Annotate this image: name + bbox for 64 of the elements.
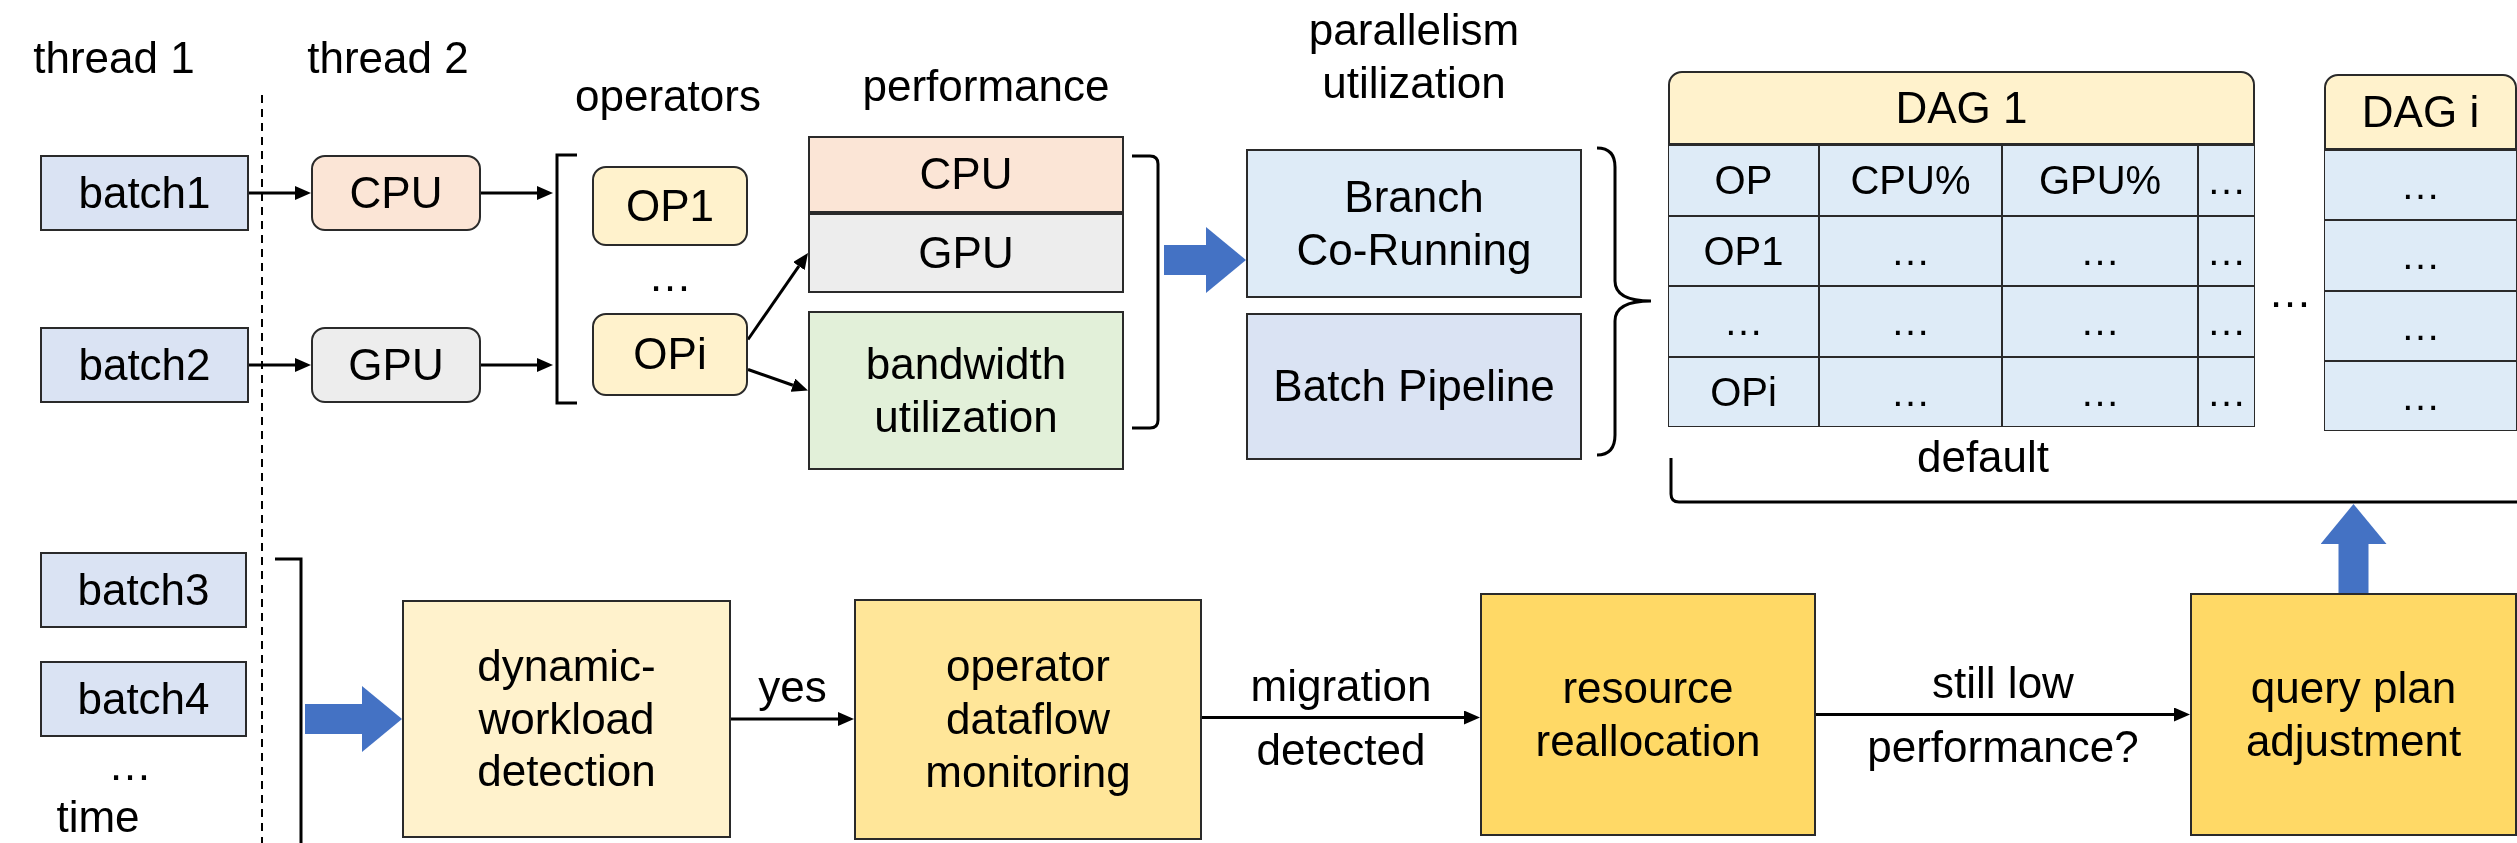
group-heading: operators bbox=[574, 70, 762, 122]
text-label: thread 2 bbox=[306, 32, 470, 84]
table-cell: … bbox=[2324, 290, 2517, 361]
table-cell: … bbox=[2324, 360, 2517, 431]
arrow bbox=[1202, 710, 1480, 725]
text-label: … bbox=[647, 252, 693, 300]
block-arrow bbox=[305, 686, 402, 752]
performance-row: CPU bbox=[808, 136, 1124, 213]
arrow bbox=[249, 358, 311, 372]
text-label: time bbox=[55, 790, 141, 843]
operator-box: OPi bbox=[592, 313, 748, 396]
text-label: … bbox=[107, 742, 153, 788]
edge-label: still low performance? bbox=[1866, 656, 2140, 773]
group-heading: performance bbox=[861, 60, 1111, 112]
table-header: DAG 1 bbox=[1668, 71, 2255, 145]
process-box: operator dataflow monitoring bbox=[854, 599, 1202, 840]
table-cell: … bbox=[1819, 215, 2002, 286]
arrow bbox=[481, 186, 553, 200]
arrow bbox=[481, 358, 553, 372]
table-cell: … bbox=[2002, 356, 2198, 427]
table-cell: OPi bbox=[1668, 356, 1819, 427]
table-cell: … bbox=[2198, 286, 2255, 357]
table-header: DAG i bbox=[2324, 74, 2517, 150]
table-cell: … bbox=[2198, 215, 2255, 286]
group-heading: default bbox=[1915, 431, 2051, 483]
device-box: CPU bbox=[311, 155, 481, 231]
process-box: query plan adjustment bbox=[2190, 593, 2517, 836]
batch-box: batch1 bbox=[40, 155, 249, 231]
table-cell: … bbox=[1819, 286, 2002, 357]
arrow bbox=[731, 712, 854, 726]
edge-label: migration detected bbox=[1249, 659, 1433, 776]
table-cell: … bbox=[2002, 286, 2198, 357]
process-box: dynamic-workload detection bbox=[402, 600, 731, 838]
block-arrow bbox=[2320, 504, 2387, 593]
text-label: … bbox=[2267, 268, 2313, 316]
table-cell: GPU% bbox=[2002, 145, 2198, 216]
batch-box: batch2 bbox=[40, 327, 249, 403]
device-box: GPU bbox=[311, 327, 481, 403]
operator-box: OP1 bbox=[592, 166, 748, 246]
table-cell: CPU% bbox=[1819, 145, 2002, 216]
arrow bbox=[1816, 707, 2190, 722]
arrow bbox=[747, 368, 808, 392]
table-cell: … bbox=[2002, 215, 2198, 286]
table-cell: OP1 bbox=[1668, 215, 1819, 286]
batch-box: batch3 bbox=[40, 552, 247, 628]
table-cell: … bbox=[2198, 356, 2255, 427]
process-box: resource reallocation bbox=[1480, 593, 1816, 836]
text-label: thread 1 bbox=[32, 32, 196, 84]
table-cell: … bbox=[1819, 356, 2002, 427]
performance-row: GPU bbox=[808, 213, 1124, 293]
table-cell: … bbox=[1668, 286, 1819, 357]
performance-row: bandwidth utilization bbox=[808, 311, 1124, 470]
batch-box: batch4 bbox=[40, 661, 247, 737]
table-cell: OP bbox=[1668, 145, 1819, 216]
arrow bbox=[249, 186, 311, 200]
arrow bbox=[746, 253, 808, 341]
strategy-box: Branch Co-Running bbox=[1246, 149, 1582, 298]
table-cell: … bbox=[2324, 220, 2517, 291]
group-heading: parallelism utilization bbox=[1307, 4, 1521, 109]
table-cell: … bbox=[2324, 150, 2517, 221]
edge-label: yes bbox=[757, 661, 828, 713]
strategy-box: Batch Pipeline bbox=[1246, 313, 1582, 460]
table-cell: … bbox=[2198, 145, 2255, 216]
block-arrow bbox=[1164, 227, 1246, 293]
